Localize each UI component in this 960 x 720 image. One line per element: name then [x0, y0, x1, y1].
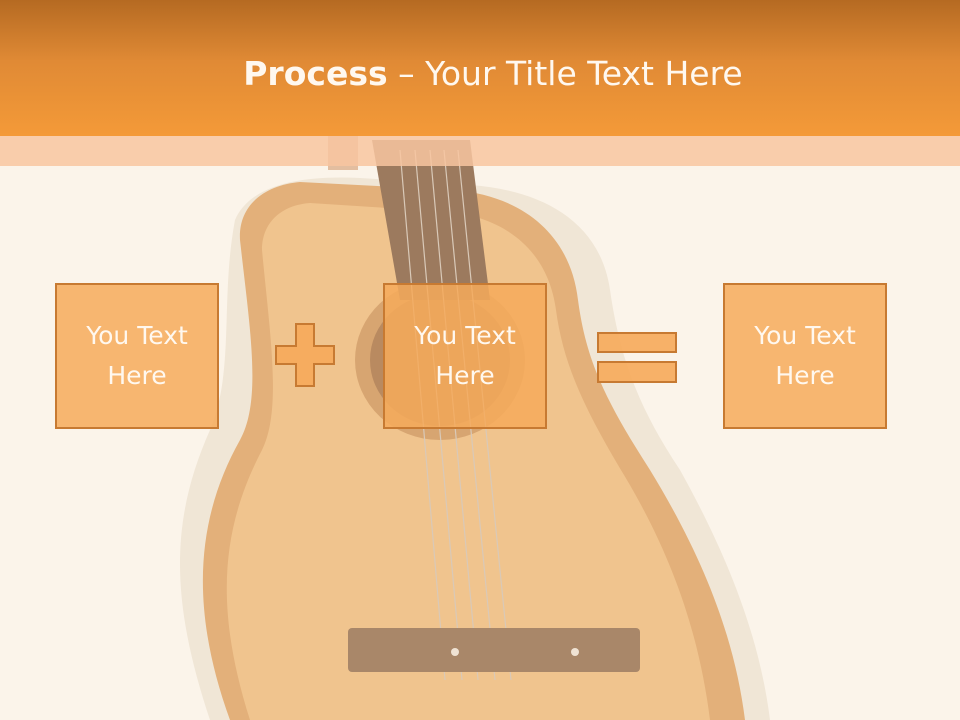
process-box-1: You Text Here — [55, 283, 219, 429]
process-box-3-text: You Text Here — [754, 321, 856, 390]
process-box-1-text: You Text Here — [86, 321, 188, 390]
title-bar — [0, 0, 960, 136]
process-box-2-text: You Text Here — [414, 321, 516, 390]
slide-title-bold: Process — [243, 54, 388, 93]
equals-icon — [597, 332, 677, 383]
plus-icon — [275, 323, 335, 387]
title-accent-band — [0, 136, 960, 166]
slide-title-dash: – — [387, 54, 426, 93]
slide-title: Process – Your Title Text Here — [0, 52, 960, 96]
process-box-2: You Text Here — [383, 283, 547, 429]
process-box-3: You Text Here — [723, 283, 887, 429]
slide-title-text: Your Title Text Here — [425, 54, 743, 93]
